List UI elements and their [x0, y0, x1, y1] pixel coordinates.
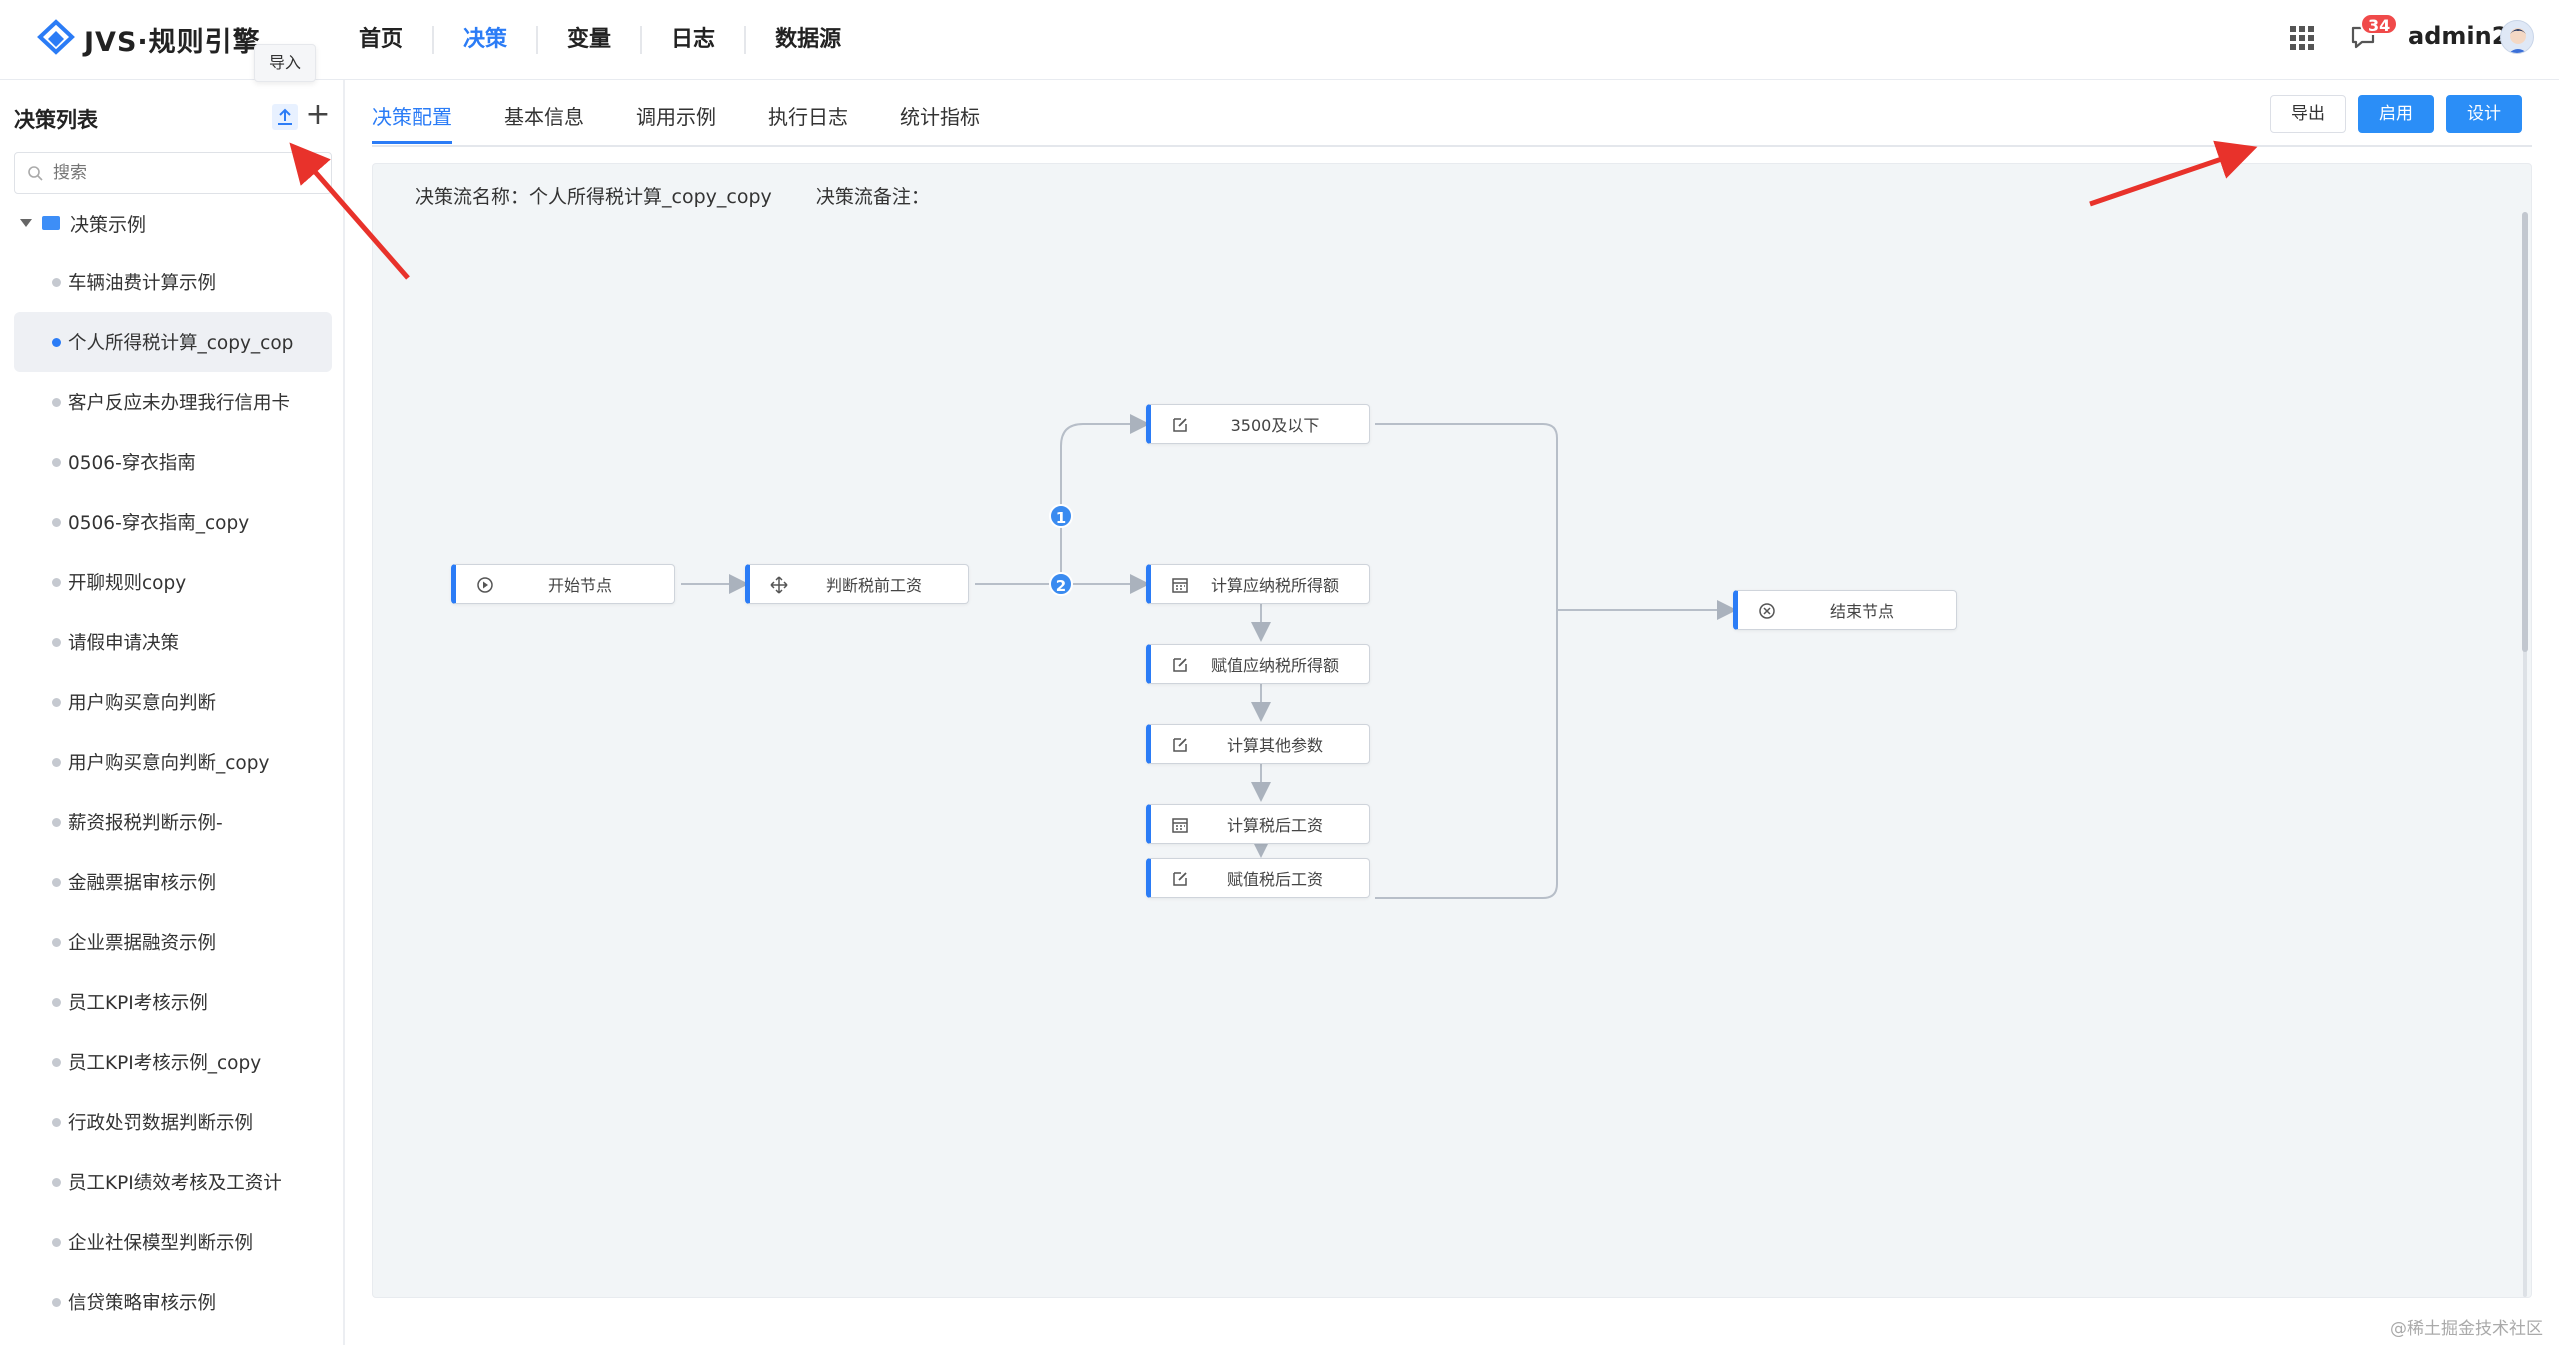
apps-grid-icon[interactable] — [2290, 26, 2314, 50]
action-buttons: 导出 启用 设计 — [2258, 95, 2522, 133]
add-decision-button[interactable]: + — [305, 97, 331, 132]
import-button[interactable] — [272, 104, 298, 130]
app-title: JVS·规则引擎 — [84, 26, 261, 58]
nav-datasource[interactable]: 数据源 — [775, 27, 842, 52]
canvas-scrollbar[interactable] — [2523, 212, 2527, 1297]
list-item[interactable]: 用户购买意向判断 — [14, 672, 332, 732]
assign-taxable-node[interactable]: 赋值应纳税所得额 — [1146, 644, 1370, 684]
user-avatar-icon — [2509, 28, 2527, 53]
app-logo[interactable]: JVS·规则引擎 — [36, 18, 261, 60]
export-button[interactable]: 导出 — [2270, 95, 2346, 133]
list-item[interactable]: 0506-穿衣指南 — [14, 432, 332, 492]
flow-name: 决策流名称：个人所得税计算_copy_copy — [415, 186, 772, 208]
tab-basic-info[interactable]: 基本信息 — [504, 105, 584, 129]
tab-call-example[interactable]: 调用示例 — [636, 105, 716, 129]
below-3500-node[interactable]: 3500及以下 — [1146, 404, 1370, 444]
list-item[interactable]: 企业社保模型判断示例 — [14, 1212, 332, 1272]
tab-statistics[interactable]: 统计指标 — [900, 105, 980, 129]
branch-marker-1[interactable]: 1 — [1049, 504, 1073, 528]
play-circle-icon — [477, 577, 493, 593]
list-item[interactable]: 客户反应未办理我行信用卡 — [14, 372, 332, 432]
list-item[interactable]: 用户购买意向判断_copy — [14, 732, 332, 792]
caret-down-icon[interactable] — [20, 219, 32, 227]
notification-badge: 34 — [2360, 13, 2399, 35]
nav-variables[interactable]: 变量 — [538, 26, 643, 54]
branch-marker-2[interactable]: 2 — [1049, 572, 1073, 596]
nav-logs[interactable]: 日志 — [642, 26, 747, 54]
nav-home[interactable]: 首页 — [330, 26, 435, 54]
flow-canvas[interactable]: 决策流名称：个人所得税计算_copy_copy 决策流备注： 1 2 — [372, 163, 2532, 1298]
avatar[interactable] — [2500, 20, 2534, 54]
folder-label: 决策示例 — [70, 213, 147, 236]
calc-taxable-node[interactable]: 计算应纳税所得额 — [1146, 564, 1370, 604]
flow-remark: 决策流备注： — [815, 186, 930, 208]
design-button[interactable]: 设计 — [2446, 95, 2522, 133]
main-nav: 首页 决策 变量 日志 数据源 — [330, 20, 870, 60]
calc-after-tax-node[interactable]: 计算税后工资 — [1146, 804, 1370, 844]
assign-after-tax-node[interactable]: 赋值税后工资 — [1146, 858, 1370, 898]
list-item-active[interactable]: 个人所得税计算_copy_cop — [14, 312, 332, 372]
sidebar-search — [14, 152, 332, 194]
flow-info: 决策流名称：个人所得税计算_copy_copy 决策流备注： — [415, 182, 968, 209]
decision-sidebar: 决策列表 + 决策示例 车辆油费计算示例 个人所得税计算_copy_cop 客户… — [0, 80, 345, 1345]
list-item[interactable]: 企业票据融资示例 — [14, 912, 332, 972]
enable-button[interactable]: 启用 — [2358, 95, 2434, 133]
edit-icon — [1173, 872, 1187, 886]
move-cross-icon — [770, 576, 788, 594]
top-navbar: JVS·规则引擎 首页 决策 变量 日志 数据源 34 admin2 — [0, 0, 2559, 80]
folder-icon — [42, 216, 60, 230]
flow-connectors — [681, 414, 1737, 899]
tab-decision-config[interactable]: 决策配置 — [372, 102, 452, 144]
list-item[interactable]: 行政处罚数据判断示例 — [14, 1092, 332, 1152]
calendar-icon — [1172, 818, 1188, 833]
list-item[interactable]: 员工KPI考核示例 — [14, 972, 332, 1032]
detail-tabs: 决策配置 基本信息 调用示例 执行日志 统计指标 — [372, 102, 1032, 146]
edit-icon — [1173, 738, 1187, 752]
upload-icon — [278, 108, 292, 125]
tabs-divider — [372, 145, 2532, 147]
decision-list: 车辆油费计算示例 个人所得税计算_copy_cop 客户反应未办理我行信用卡 0… — [14, 252, 332, 1332]
close-circle-icon — [1759, 603, 1775, 619]
watermark: @稀土掘金技术社区 — [2390, 1319, 2543, 1339]
username[interactable]: admin2 — [2408, 22, 2509, 50]
list-item[interactable]: 薪资报税判断示例- — [14, 792, 332, 852]
logo-icon — [37, 19, 75, 55]
nav-decision[interactable]: 决策 — [434, 26, 539, 54]
list-item[interactable]: 车辆油费计算示例 — [14, 252, 332, 312]
list-item[interactable]: 0506-穿衣指南_copy — [14, 492, 332, 552]
tree-folder[interactable]: 决策示例 — [20, 208, 146, 238]
import-tooltip: 导入 — [254, 44, 316, 82]
edit-icon — [1173, 418, 1187, 432]
start-node[interactable]: 开始节点 — [451, 564, 675, 604]
search-icon — [28, 166, 43, 181]
tab-execution-log[interactable]: 执行日志 — [768, 105, 848, 129]
list-item[interactable]: 请假申请决策 — [14, 612, 332, 672]
list-item[interactable]: 员工KPI绩效考核及工资计 — [14, 1152, 332, 1212]
search-input[interactable] — [53, 159, 313, 187]
list-item[interactable]: 金融票据审核示例 — [14, 852, 332, 912]
edit-icon — [1173, 658, 1187, 672]
list-item[interactable]: 员工KPI考核示例_copy — [14, 1032, 332, 1092]
canvas-scrollbar-thumb[interactable] — [2522, 212, 2528, 652]
judge-salary-node[interactable]: 判断税前工资 — [745, 564, 969, 604]
sidebar-title: 决策列表 — [14, 108, 98, 132]
calc-other-node[interactable]: 计算其他参数 — [1146, 724, 1370, 764]
calendar-icon — [1172, 578, 1188, 593]
list-item[interactable]: 信贷策略审核示例 — [14, 1272, 332, 1332]
list-item[interactable]: 开聊规则copy — [14, 552, 332, 612]
end-node[interactable]: 结束节点 — [1733, 590, 1957, 630]
